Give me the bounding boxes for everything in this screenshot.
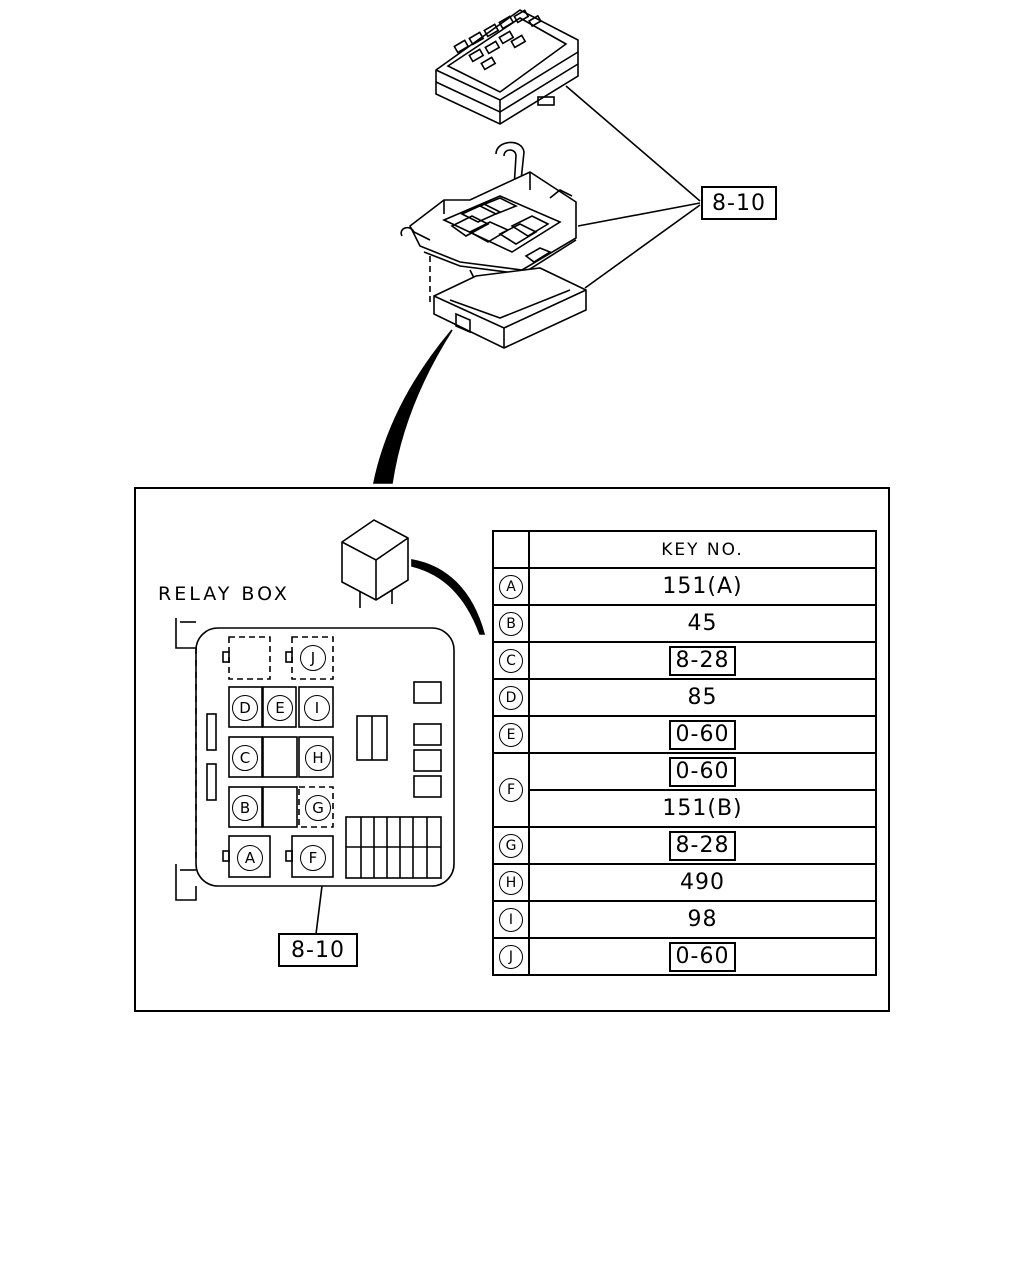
key-value: 151(A) xyxy=(662,574,743,599)
detail-frame xyxy=(134,487,890,1012)
table-row: E 0-60 xyxy=(492,715,877,754)
relay-box-label: RELAY BOX xyxy=(158,583,290,605)
slot-letter-a: A xyxy=(237,845,263,871)
table-row: I 98 xyxy=(492,900,877,939)
table-row: 151(B) xyxy=(493,789,877,828)
slot-letter-d: D xyxy=(232,695,258,721)
relay-box-cover xyxy=(435,9,579,125)
key-letter: G xyxy=(499,833,523,858)
key-letter: A xyxy=(499,574,523,599)
key-value: 151(B) xyxy=(662,796,743,821)
key-letter: C xyxy=(499,648,523,673)
table-row: C 8-28 xyxy=(492,641,877,680)
key-letter: E xyxy=(499,722,523,747)
key-value-reference: 0-60 xyxy=(668,756,737,787)
key-value-reference: 0-60 xyxy=(668,941,737,972)
table-row: B 45 xyxy=(492,604,877,643)
leader-line xyxy=(577,202,701,227)
slot-letter-c: C xyxy=(232,745,258,771)
relay-box-body xyxy=(400,141,577,301)
slot-letter-j: J xyxy=(300,645,326,671)
slot-letter-e: E xyxy=(267,695,293,721)
key-letter: B xyxy=(499,611,523,636)
slot-letter-f: F xyxy=(300,845,326,871)
key-value: 85 xyxy=(687,685,718,710)
table-corner-cell xyxy=(492,530,530,569)
table-header: KEY NO. xyxy=(528,530,877,569)
table-row: G 8-28 xyxy=(492,826,877,865)
reference-box-relay-box: 8-10 xyxy=(278,933,358,967)
reference-text: 8-10 xyxy=(291,937,345,963)
key-value-reference: 0-60 xyxy=(668,719,737,750)
key-value: 98 xyxy=(687,907,718,932)
key-value: 45 xyxy=(687,611,718,636)
key-letter: D xyxy=(499,685,523,710)
key-value-reference: 8-28 xyxy=(668,830,737,861)
detail-arrow xyxy=(373,329,453,484)
table-row: F 0-60 xyxy=(492,752,877,828)
table-row: H 490 xyxy=(492,863,877,902)
leader-line xyxy=(565,85,701,202)
slot-letter-g: G xyxy=(305,795,331,821)
slot-letter-b: B xyxy=(232,795,258,821)
key-letter: I xyxy=(499,907,523,932)
key-letter: H xyxy=(499,870,523,895)
table-row: D 85 xyxy=(492,678,877,717)
reference-box-top: 8-10 xyxy=(701,186,777,220)
key-value: 490 xyxy=(680,870,725,895)
leader-line xyxy=(584,204,701,289)
relay-pointer xyxy=(411,559,486,635)
relay-box-tray xyxy=(433,267,587,349)
reference-text: 8-10 xyxy=(712,190,766,216)
relay-icon xyxy=(341,519,409,608)
key-letter: J xyxy=(499,944,523,969)
key-letter: F xyxy=(499,778,523,802)
slot-letter-h: H xyxy=(305,745,331,771)
key-number-table: KEY NO. A 151(A) B 45 C 8-28 D 85 E 0-60… xyxy=(492,530,877,976)
table-row: J 0-60 xyxy=(492,937,877,976)
leader-line xyxy=(315,885,323,935)
slot-letter-i: I xyxy=(304,695,330,721)
key-value-reference: 8-28 xyxy=(668,645,737,676)
table-row: A 151(A) xyxy=(492,567,877,606)
